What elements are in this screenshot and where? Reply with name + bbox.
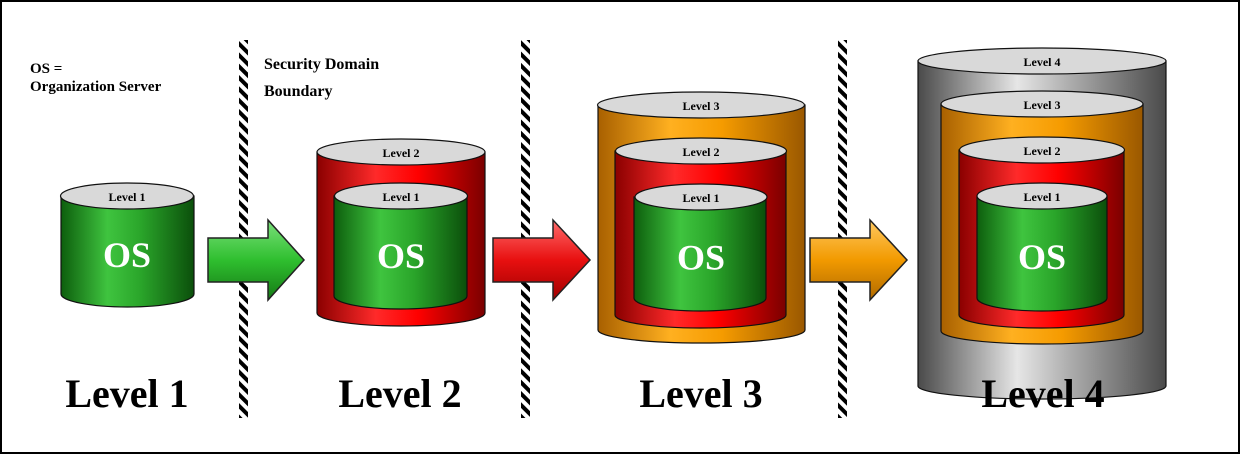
layer-label: Level 3 [683,99,720,113]
layer-label: Level 3 [1024,98,1061,112]
cylinder-level-1: Level 1 [633,183,768,312]
stage-caption-level-1: Level 1 [65,371,188,416]
cylinder-body [60,195,195,308]
cylinder-level-1: Level 1 [333,182,469,310]
cylinder-stack-level-4: Level 4 Level 3 Level 2 Level 1 OS [917,47,1167,400]
cylinder-stack-level-1: Level 1 OS [59,182,195,308]
boundary-label-line-1: Security Domain [264,56,379,73]
security-boundary-2 [521,40,530,418]
os-label: OS [103,235,151,275]
cylinder-body [976,195,1108,312]
cylinder-lid [333,182,469,210]
layer-label: Level 2 [683,145,720,159]
cylinder-stack-level-2: Level 2 Level 1 OS [316,138,486,327]
cylinder-lid [917,47,1167,75]
security-boundary-1 [239,40,248,418]
arrows [207,218,909,302]
cylinder-level-1: Level 1 [976,182,1108,312]
layer-label: Level 1 [109,190,146,204]
arrow-level1-to-level2 [207,218,306,302]
legend-line-2: Organization Server [30,79,162,95]
cylinder-lid [976,182,1108,210]
layer-label: Level 2 [383,146,420,160]
cylinder-level-1: Level 1 [59,182,195,308]
cylinder-lid [596,91,806,119]
cylinder-lid [940,90,1144,118]
layer-label: Level 1 [1024,190,1061,204]
layer-label: Level 1 [383,190,420,204]
stage-caption-level-3: Level 3 [639,371,762,416]
cylinder-lid [958,136,1126,164]
cylinder-lid [634,183,768,211]
arrow-level3-to-level4 [809,218,909,302]
cylinder-lid [59,182,195,210]
arrow-level2-to-level3 [492,218,592,302]
legend-line-1: OS = [30,61,62,77]
security-boundary-3 [838,40,847,418]
layer-label: Level 4 [1024,55,1061,69]
stage-caption-level-4: Level 4 [981,371,1104,416]
stage-caption-level-2: Level 2 [338,371,461,416]
boundary-label-line-2: Boundary [264,83,332,100]
os-label: OS [1018,237,1066,277]
cylinder-body [633,196,767,312]
layer-label: Level 2 [1024,144,1061,158]
cylinder-lid [316,138,486,166]
layer-label: Level 1 [683,191,720,205]
security-boundaries [239,40,847,418]
cylinder-lid [614,137,788,165]
os-label: OS [677,238,725,278]
os-label: OS [377,236,425,276]
cylinder-stack-level-3: Level 3 Level 2 Level 1 OS [596,91,806,344]
cylinder-body [333,195,468,310]
